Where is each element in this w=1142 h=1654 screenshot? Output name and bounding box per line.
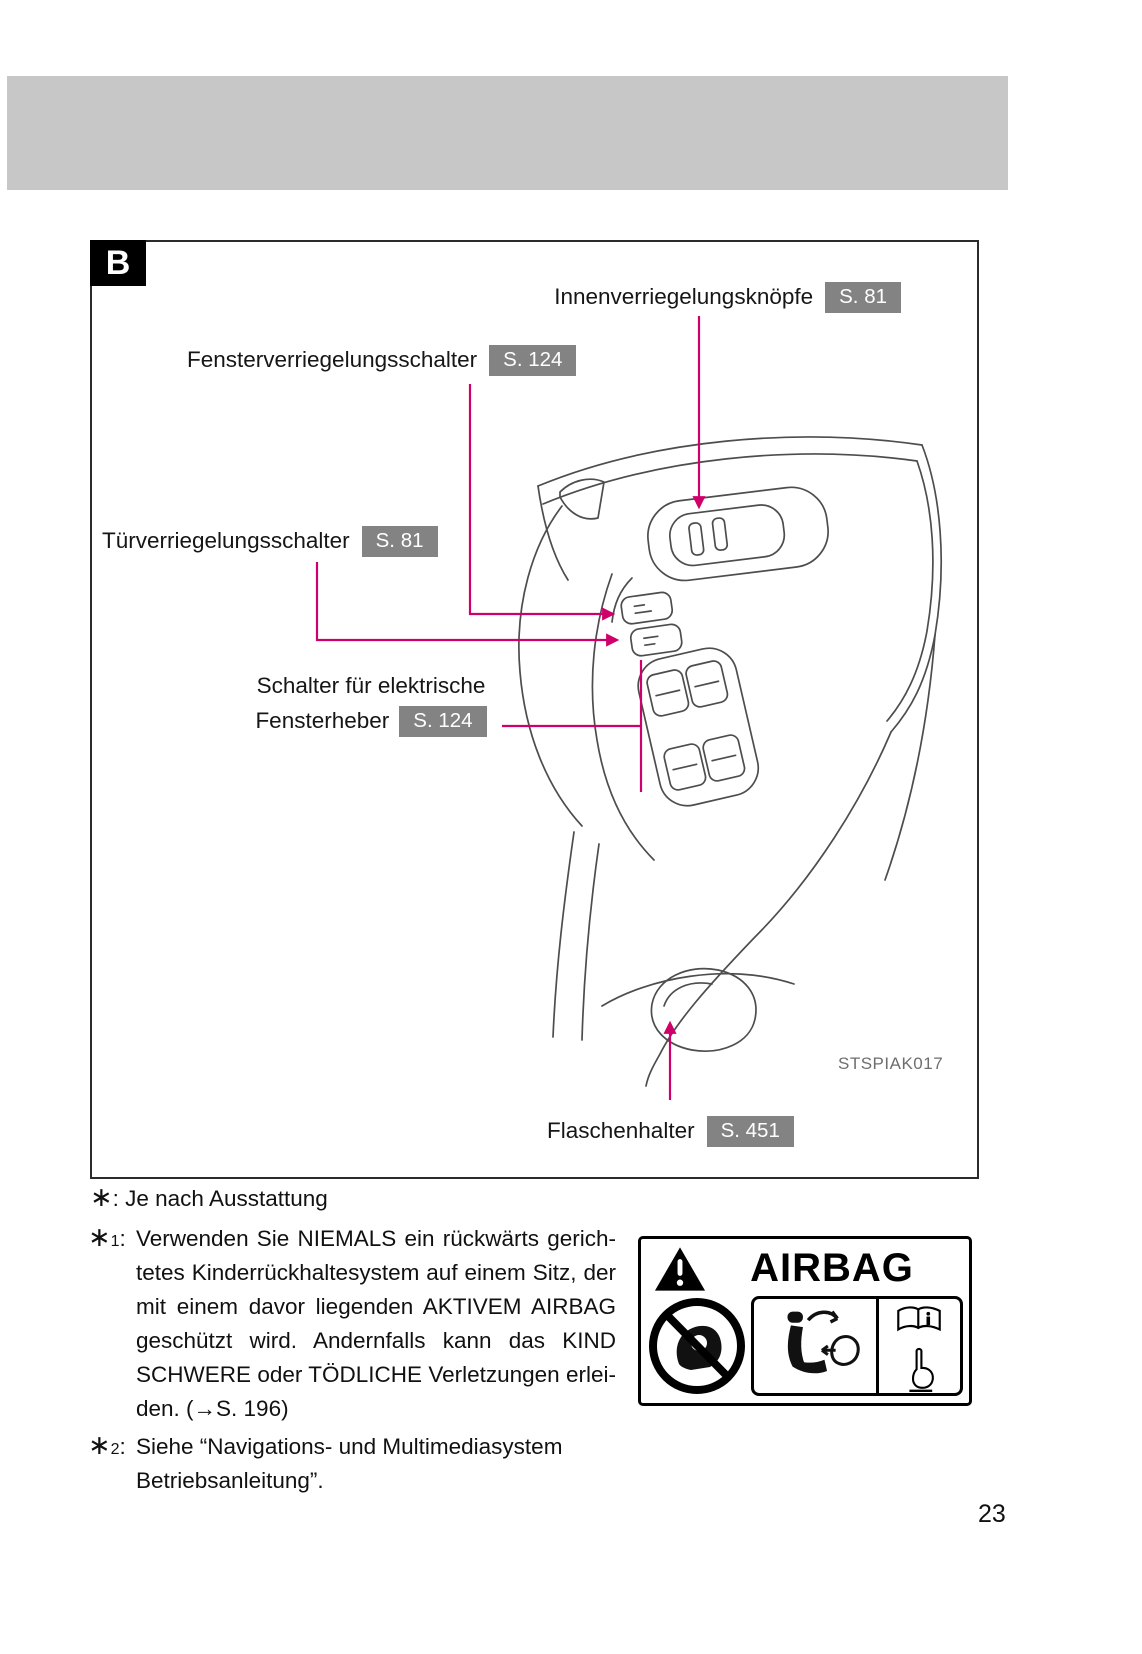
no-child-seat-icon xyxy=(649,1298,745,1394)
footnote-line: SCHWERE oder TÖDLICHE Verletzungen erlei… xyxy=(136,1362,616,1387)
footnote-2-marker: ∗2: xyxy=(88,1430,126,1460)
footnote-2-text: Siehe “Navigations- und Multimediasystem… xyxy=(136,1430,616,1498)
callout-bottle-holder: Flaschenhalter S. 451 xyxy=(547,1116,794,1147)
callout-label: Türverriegelungsschalter xyxy=(102,528,350,554)
callout-label: Fensterverriegelungsschalter xyxy=(187,347,478,373)
footnote-1-text: Verwenden Sie NIEMALS ein rückwärts geri… xyxy=(136,1222,616,1426)
footnote-line: Verwenden Sie NIEMALS ein rückwärts geri… xyxy=(136,1226,616,1251)
footnote-line: Betriebsanleitung”. xyxy=(136,1468,324,1493)
page-ref-tag: S. 124 xyxy=(399,706,487,737)
callout-label: Flaschenhalter xyxy=(547,1118,695,1144)
door-controls-figure: B xyxy=(90,240,979,1179)
footnote-line: Siehe “Navigations- und Multimediasystem xyxy=(136,1434,563,1459)
footnote-line: geschützt wird. Andernfalls kann das KIN… xyxy=(136,1328,616,1353)
airbag-header: AIRBAG xyxy=(641,1239,969,1294)
page-ref-tag: S. 81 xyxy=(361,526,438,557)
callout-inner-lock-knobs: Innenverriegelungsknöpfe S. 81 xyxy=(554,282,901,313)
door-interior-line-art xyxy=(518,436,943,1087)
warning-triangle-icon xyxy=(654,1246,706,1291)
footnote-line: tetes Kinderrückhaltesystem auf einem Si… xyxy=(136,1260,616,1285)
asterisk-symbol: ∗ xyxy=(88,1222,111,1252)
bottle-holder-shape xyxy=(650,967,757,1052)
callout-power-window-switches: Schalter für elektrische Fensterheber S.… xyxy=(244,673,498,737)
callout-arrows xyxy=(315,316,706,1100)
read-manual-icon xyxy=(897,1306,942,1332)
callout-door-lock-switch: Türverriegelungsschalter S. 81 xyxy=(102,526,438,557)
airbag-warning-label: AIRBAG xyxy=(638,1236,972,1406)
power-window-switch-panel xyxy=(637,647,760,807)
chapter-header-band xyxy=(7,76,1008,190)
figure-code: STSPIAK017 xyxy=(838,1054,944,1073)
panel-label-badge: B xyxy=(90,240,146,286)
footnote-line: den. (→S. 196) xyxy=(136,1396,289,1421)
pointing-hand-icon xyxy=(909,1347,935,1392)
airbag-subpanel xyxy=(751,1296,963,1396)
footnote-line: mit einem davor liegenden AKTIVEM AIRBAG xyxy=(136,1294,616,1319)
callout-label-line2: Fensterheber xyxy=(255,708,390,734)
footnote-star: ∗: Je nach Ausstattung xyxy=(90,1182,328,1216)
callout-window-lock-switch: Fensterverriegelungsschalter S. 124 xyxy=(187,345,577,376)
lock-switch-cluster xyxy=(620,591,683,657)
asterisk-symbol: ∗ xyxy=(90,1182,113,1212)
footnote-1-marker: ∗1: xyxy=(88,1222,126,1252)
bracket-power-window-switches xyxy=(502,660,643,792)
asterisk-symbol: ∗ xyxy=(88,1430,111,1460)
footnote-star-text: : Je nach Ausstattung xyxy=(112,1186,328,1211)
inner-door-handle xyxy=(647,486,829,582)
page-ref-tag: S. 81 xyxy=(825,282,901,313)
arrow-window-lock-switch xyxy=(468,384,616,621)
arrow-door-lock-switch xyxy=(315,562,620,647)
airbag-title: AIRBAG xyxy=(750,1246,914,1290)
page-ref-tag: S. 124 xyxy=(489,345,577,376)
page-number: 23 xyxy=(978,1500,1006,1528)
callout-label: Innenverriegelungsknöpfe xyxy=(554,284,814,310)
airbag-pictograms xyxy=(641,1294,969,1403)
seat-airbag-icon xyxy=(787,1310,860,1374)
page-ref-tag: S. 451 xyxy=(706,1116,794,1147)
callout-label-line1: Schalter für elektrische xyxy=(256,673,486,698)
